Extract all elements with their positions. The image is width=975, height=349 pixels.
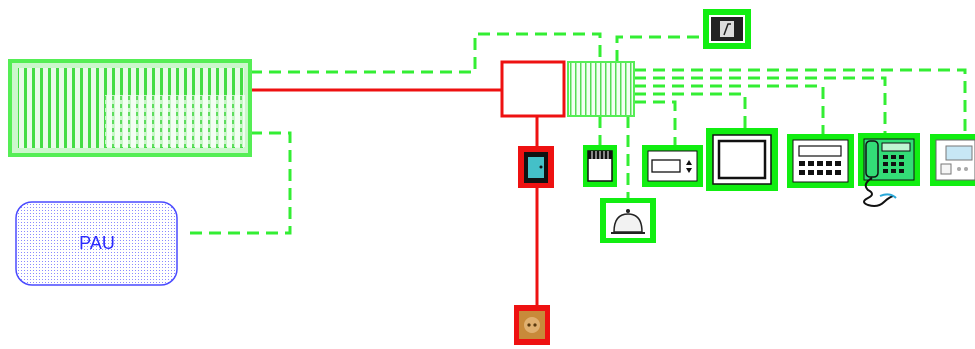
bus-right-thermo xyxy=(634,100,677,145)
pau-box: PAU xyxy=(15,201,178,286)
pau-label: PAU xyxy=(79,233,115,253)
blinds-device-icon[interactable] xyxy=(583,145,617,187)
junction-box-red xyxy=(500,60,566,118)
bus-right-monitor xyxy=(634,92,747,130)
keypad-device-icon[interactable] xyxy=(787,134,854,188)
telephone-device-icon[interactable] xyxy=(858,133,920,207)
monitor-device-icon[interactable] xyxy=(706,128,778,191)
bell-device-icon[interactable] xyxy=(600,198,656,243)
red-links xyxy=(250,88,539,310)
socket-device-icon[interactable] xyxy=(514,305,550,345)
bus-right-intercom-tel xyxy=(634,76,887,135)
panel-device-icon[interactable] xyxy=(703,9,751,49)
bus-connections xyxy=(186,32,967,235)
intercom-device-icon[interactable] xyxy=(930,134,975,186)
bus-left-to-pau xyxy=(186,131,292,235)
door-device-icon[interactable] xyxy=(518,146,554,188)
thermostat-device-icon[interactable] xyxy=(642,145,703,187)
bus-panel-drop xyxy=(615,35,706,62)
bus-right-keypad xyxy=(634,84,825,135)
main-controller-box xyxy=(8,59,252,157)
hub-green xyxy=(567,61,635,117)
bus-right-long xyxy=(634,68,967,135)
